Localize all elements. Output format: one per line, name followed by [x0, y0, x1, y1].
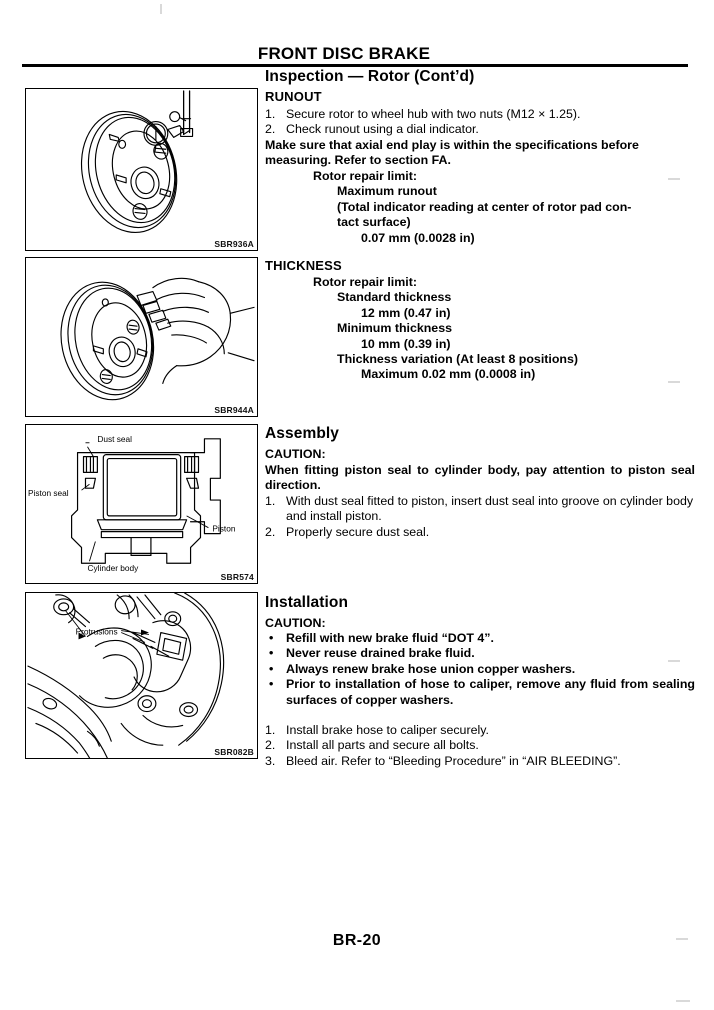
step-text: Check runout using a dial indicator. — [286, 122, 479, 137]
list-item: • Refill with new brake fluid “DOT 4”. — [265, 631, 695, 646]
section-heading-inspection: Inspection — Rotor (Cont’d) — [265, 68, 475, 85]
assembly-caution-text: When fitting piston seal to cylinder bod… — [265, 463, 695, 493]
spec-line: Minimum thickness — [337, 321, 452, 336]
installation-bullets: • Refill with new brake fluid “DOT 4”. •… — [265, 631, 695, 708]
section-heading-installation: Installation — [265, 594, 349, 611]
step-number: 2. — [265, 524, 276, 539]
header-rule — [22, 64, 688, 67]
figure-label-protrusions: Protrusions — [76, 627, 118, 637]
scan-mark — [668, 381, 680, 383]
installation-steps: 1. Install brake hose to caliper securel… — [265, 723, 695, 769]
spec-line: (Total indicator reading at center of ro… — [337, 199, 632, 214]
spec-line: Maximum runout — [337, 184, 437, 199]
step-text: Bleed air. Refer to “Bleeding Procedure”… — [286, 753, 621, 768]
figure-caliper-installation: Protrusions SBR082B — [25, 592, 258, 759]
step-text: Install all parts and secure all bolts. — [286, 738, 479, 753]
caliper-installation-illustration: Protrusions — [27, 593, 225, 758]
spec-line: Rotor repair limit: — [313, 275, 417, 289]
step-number: 2. — [265, 122, 276, 137]
section-heading-assembly: Assembly — [265, 425, 340, 442]
step-text: Install brake hose to caliper securely. — [286, 723, 489, 737]
list-item: 1. Secure rotor to wheel hub with two nu… — [265, 107, 695, 122]
installation-caution-label: CAUTION: — [265, 616, 326, 630]
bullet-text: Prior to installation of hose to caliper… — [286, 677, 695, 707]
step-text: With dust seal fitted to piston, insert … — [286, 494, 694, 524]
figure-code: SBR944A — [214, 405, 254, 415]
figure-label-cylinder-body: Cylinder body — [87, 563, 139, 573]
spec-line: 0.07 mm (0.0028 in) — [361, 230, 475, 245]
spec-line: Standard thickness — [337, 290, 452, 305]
list-item: 1. Install brake hose to caliper securel… — [265, 723, 695, 738]
bullet-text: Never reuse drained brake fluid. — [286, 646, 475, 661]
page-header-title: FRONT DISC BRAKE — [257, 44, 431, 63]
runout-steps: 1. Secure rotor to wheel hub with two nu… — [265, 107, 695, 138]
subheading-thickness: THICKNESS — [265, 258, 342, 273]
scan-mark — [676, 938, 688, 940]
bullet-icon: • — [269, 631, 274, 645]
figure-code: SBR936A — [214, 239, 254, 249]
rotor-runout-illustration — [80, 90, 194, 234]
assembly-caution-label: CAUTION: — [265, 447, 326, 461]
page-number: BR-20 — [332, 932, 382, 949]
subheading-runout: RUNOUT — [265, 89, 322, 104]
scan-mark — [676, 1000, 690, 1002]
spec-line: tact surface) — [337, 215, 411, 230]
step-number: 3. — [265, 753, 276, 768]
runout-note: Make sure that axial end play is within … — [265, 138, 639, 168]
list-item: 3. Bleed air. Refer to “Bleeding Procedu… — [265, 754, 695, 769]
bullet-icon: • — [269, 677, 274, 692]
spec-line: Maximum 0.02 mm (0.0008 in) — [361, 367, 536, 382]
list-item: • Prior to installation of hose to calip… — [265, 677, 695, 708]
spec-line: 10 mm (0.39 in) — [361, 336, 451, 351]
step-number: 1. — [265, 107, 276, 121]
figure-rotor-thickness-micrometer: SBR944A — [25, 257, 258, 417]
list-item: • Always renew brake hose union copper w… — [265, 662, 695, 677]
runout-specification: Rotor repair limit: Maximum runout (Tota… — [265, 169, 695, 246]
list-item: 1. With dust seal fitted to piston, inse… — [265, 494, 695, 525]
scan-mark — [668, 660, 680, 662]
thickness-specification: Rotor repair limit: Standard thickness 1… — [265, 275, 695, 383]
spec-line: Rotor repair limit: — [313, 169, 417, 183]
step-text: Properly secure dust seal. — [286, 524, 430, 539]
list-item: • Never reuse drained brake fluid. — [265, 646, 695, 661]
caliper-cross-section-illustration: Dust seal Piston seal Piston Cylinder bo… — [28, 434, 236, 573]
rotor-thickness-illustration — [60, 277, 255, 401]
list-item: 2. Properly secure dust seal. — [265, 525, 695, 540]
spec-line: 12 mm (0.47 in) — [361, 305, 451, 320]
step-number: 1. — [265, 494, 276, 508]
figure-label-dust-seal: Dust seal — [97, 434, 132, 444]
figure-label-piston-seal: Piston seal — [28, 488, 69, 498]
scan-mark — [668, 178, 680, 180]
bullet-text: Refill with new brake fluid “DOT 4”. — [286, 631, 494, 645]
spec-line: Thickness variation (At least 8 position… — [337, 352, 578, 367]
figure-caliper-cross-section: Dust seal Piston seal Piston Cylinder bo… — [25, 424, 258, 584]
step-number: 2. — [265, 738, 276, 753]
step-text: Secure rotor to wheel hub with two nuts … — [286, 107, 581, 121]
bullet-text: Always renew brake hose union copper was… — [286, 661, 576, 676]
list-item: 2. Check runout using a dial indicator. — [265, 122, 695, 137]
assembly-steps: 1. With dust seal fitted to piston, inse… — [265, 494, 695, 540]
list-item: 2. Install all parts and secure all bolt… — [265, 738, 695, 753]
bullet-icon: • — [269, 661, 274, 676]
figure-label-piston: Piston — [212, 524, 235, 534]
figure-rotor-runout-dial-indicator: SBR936A — [25, 88, 258, 251]
figure-code: SBR082B — [214, 747, 254, 757]
figure-code: SBR574 — [220, 572, 254, 582]
scan-mark — [160, 4, 162, 14]
step-number: 1. — [265, 723, 276, 737]
bullet-icon: • — [269, 646, 274, 661]
